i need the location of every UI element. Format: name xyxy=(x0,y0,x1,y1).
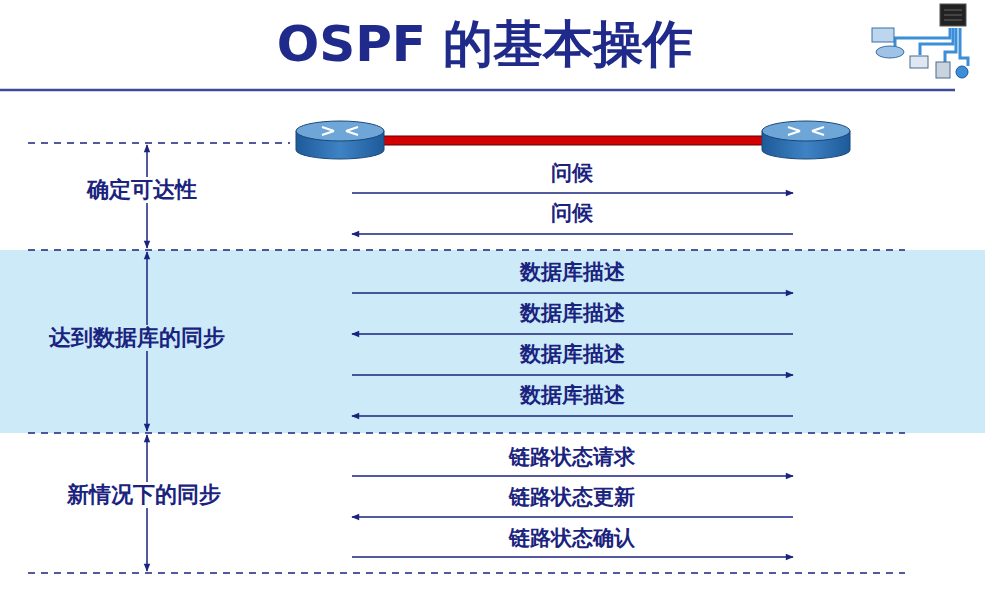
sync-band xyxy=(0,250,985,433)
router-right xyxy=(762,121,850,159)
phase-separators xyxy=(28,143,905,573)
page-title: OSPF 的基本操作 xyxy=(277,16,694,74)
phase-label: 新情况下的同步 xyxy=(63,482,225,507)
message-label: 数据库描述 xyxy=(516,301,629,325)
link-line xyxy=(380,136,766,145)
network-icon xyxy=(872,4,968,78)
phase-label: 达到数据库的同步 xyxy=(45,325,229,350)
message-label: 数据库描述 xyxy=(516,342,629,366)
phase-label: 确定可达性 xyxy=(83,177,201,202)
message-label: 链路状态确认 xyxy=(505,526,639,550)
message-arrows xyxy=(352,193,793,557)
message-label: 问候 xyxy=(547,161,597,185)
message-label: 问候 xyxy=(547,201,597,225)
message-label: 链路状态请求 xyxy=(505,445,639,469)
title-rule xyxy=(0,89,955,92)
message-label: 数据库描述 xyxy=(516,260,629,284)
router-left xyxy=(296,121,384,159)
message-label: 链路状态更新 xyxy=(505,485,639,509)
message-label: 数据库描述 xyxy=(516,383,629,407)
